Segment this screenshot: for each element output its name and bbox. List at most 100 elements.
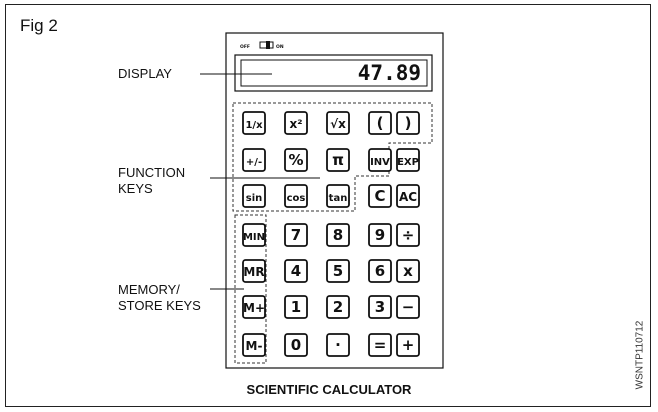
key-label: 9 [375,226,385,244]
key-cap [242,148,266,172]
display-value: 47.89 [358,61,421,85]
key-3-3[interactable]: 9 [368,223,392,247]
key-label: EXP [397,157,419,168]
key-0-1[interactable]: x² [284,111,308,135]
key-6-0[interactable]: M- [242,333,266,357]
key-cap [396,259,420,283]
key-5-2[interactable]: 2 [326,295,350,319]
key-cap [368,295,392,319]
figure-label: Fig 2 [20,16,58,35]
key-cap [368,333,392,357]
key-cap [242,111,266,135]
key-label: M+ [243,301,265,315]
key-0-4[interactable]: ) [396,111,420,135]
function-keys-boundary [232,102,433,212]
key-5-3[interactable]: 3 [368,295,392,319]
key-2-1[interactable]: cos [284,184,308,208]
key-1-1[interactable]: % [284,148,308,172]
key-cap [326,111,350,135]
key-label: % [288,151,303,169]
key-label: x [403,262,413,280]
key-cap [326,184,350,208]
key-0-2[interactable]: √x [326,111,350,135]
key-cap [242,295,266,319]
key-label: · [335,336,341,354]
key-cap [326,223,350,247]
key-label: π [332,151,344,169]
key-label: 6 [375,262,385,280]
key-label: 4 [291,262,301,280]
switch-on-label: ON [276,44,284,50]
key-label: − [402,298,415,316]
key-cap [396,148,420,172]
key-label: 8 [333,226,343,244]
key-5-4[interactable]: − [396,295,420,319]
key-3-2[interactable]: 8 [326,223,350,247]
key-4-0[interactable]: MR [242,259,266,283]
key-6-2[interactable]: · [326,333,350,357]
key-6-3[interactable]: = [368,333,392,357]
key-label: 0 [291,336,301,354]
key-label: + [402,336,415,354]
key-cap [368,223,392,247]
switch-knob [266,41,270,49]
key-0-0[interactable]: 1/x [242,111,266,135]
key-1-4[interactable]: EXP [396,148,420,172]
key-5-0[interactable]: M+ [242,295,266,319]
key-4-3[interactable]: 6 [368,259,392,283]
memory-keys-boundary [234,214,267,364]
key-label: AC [399,190,417,204]
key-2-0[interactable]: sin [242,184,266,208]
key-cap [326,295,350,319]
key-3-0[interactable]: MIN [242,223,266,247]
memory-keys-callout: MEMORY/ STORE KEYS [118,282,201,313]
key-cap [396,295,420,319]
key-1-3[interactable]: INV [368,148,392,172]
key-cap [242,223,266,247]
key-label: x² [290,117,303,131]
key-label: 2 [333,298,343,316]
key-label: +/- [246,157,262,168]
key-cap [284,223,308,247]
key-cap [284,111,308,135]
key-2-3[interactable]: C [368,184,392,208]
key-6-4[interactable]: + [396,333,420,357]
key-4-4[interactable]: x [396,259,420,283]
key-cap [284,148,308,172]
key-label: sin [246,193,263,204]
key-6-1[interactable]: 0 [284,333,308,357]
power-switch[interactable]: OFF ON [240,41,284,50]
key-4-2[interactable]: 5 [326,259,350,283]
key-label: ( [377,114,384,132]
key-2-2[interactable]: tan [326,184,350,208]
key-label: = [374,336,387,354]
key-cap [242,184,266,208]
key-3-4[interactable]: ÷ [396,223,420,247]
key-label: √x [330,117,346,131]
key-0-3[interactable]: ( [368,111,392,135]
key-label: INV [370,157,390,168]
key-label: 7 [291,226,301,244]
key-5-1[interactable]: 1 [284,295,308,319]
key-cap [396,223,420,247]
key-2-4[interactable]: AC [396,184,420,208]
key-1-2[interactable]: π [326,148,350,172]
key-cap [368,259,392,283]
key-cap [284,295,308,319]
key-3-1[interactable]: 7 [284,223,308,247]
key-cap [396,184,420,208]
key-cap [368,148,392,172]
key-label: MIN [243,232,265,243]
key-label: C [374,187,385,205]
key-label: M- [246,339,263,353]
key-cap [242,333,266,357]
key-cap [396,111,420,135]
display-callout: DISPLAY [118,66,172,81]
key-cap [326,148,350,172]
key-1-0[interactable]: +/- [242,148,266,172]
key-label: ) [405,114,412,132]
key-4-1[interactable]: 4 [284,259,308,283]
key-cap [396,333,420,357]
watermark: WSNTP110712 [634,320,646,390]
